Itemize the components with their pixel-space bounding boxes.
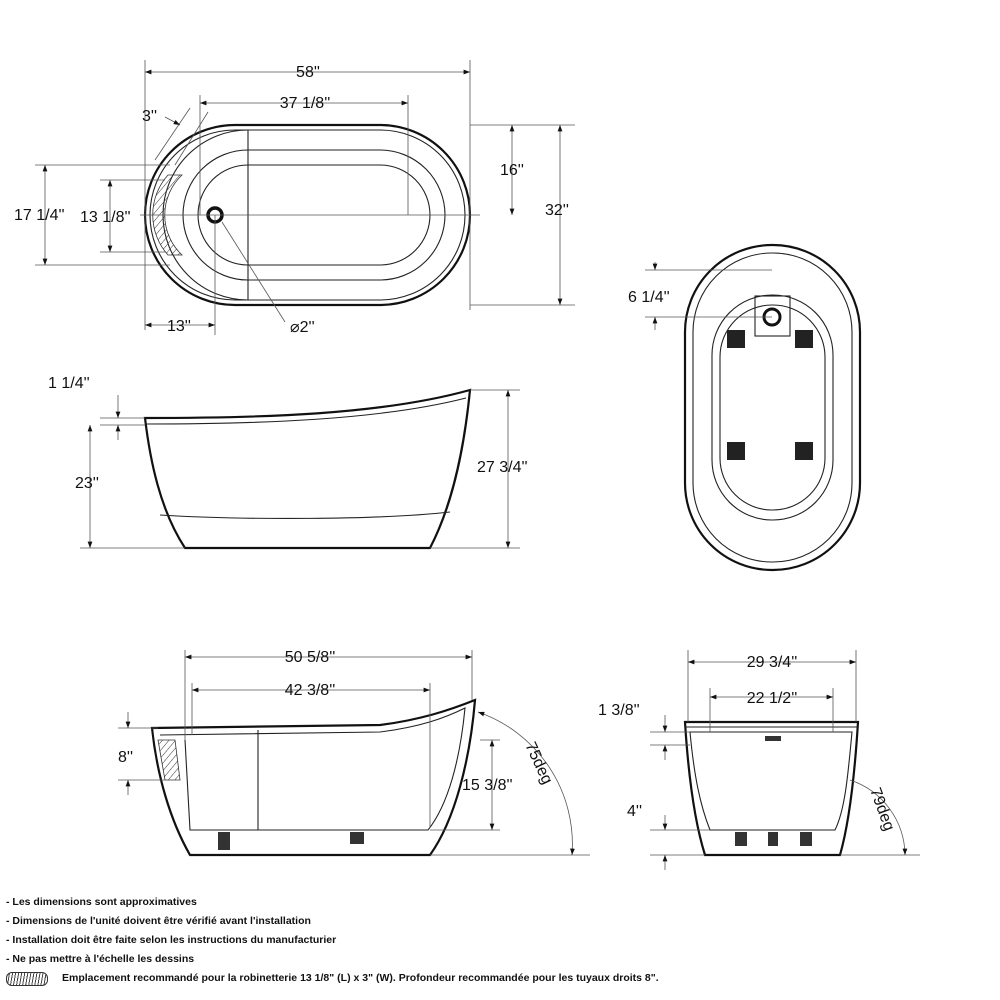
foot-pad xyxy=(727,442,745,460)
dim-drain-offset: 13'' xyxy=(167,318,191,335)
dim-water-depth: 15 3/8'' xyxy=(462,777,513,794)
note: - Les dimensions sont approximatives xyxy=(6,896,197,908)
dim-faucet-zone-outer: 17 1/4'' xyxy=(14,207,65,224)
dim-base-height: 4'' xyxy=(627,803,642,820)
dim-faucet-depth: 8'' xyxy=(118,749,133,766)
faucet-zone-hatch xyxy=(152,174,184,256)
side-view: 1 1/4'' 23'' 27 3/4'' xyxy=(48,375,528,550)
dim-inner-width: 22 1/2'' xyxy=(747,690,798,707)
note: - Installation doit être faite selon les… xyxy=(6,934,337,946)
dim-drain-to-edge: 6 1/4'' xyxy=(628,289,670,306)
hatch-legend-icon xyxy=(6,971,48,986)
foot-pad xyxy=(795,442,813,460)
foot-pad xyxy=(727,330,745,348)
dim-wall-angle-long: 75deg xyxy=(521,740,555,788)
short-section-view: 29 3/4'' 22 1/2'' 1 3/8'' 4'' 79deg xyxy=(598,650,920,870)
dim-low-height: 23'' xyxy=(75,475,99,492)
dim-drain-diameter: ⌀2'' xyxy=(290,319,315,336)
dim-half-width: 16'' xyxy=(500,162,524,179)
dim-rim-width: 3'' xyxy=(142,108,157,125)
legend-text: Emplacement recommandé pour la robinette… xyxy=(62,972,659,984)
dim-overall-length: 58'' xyxy=(296,64,320,81)
legend: Emplacement recommandé pour la robinette… xyxy=(6,969,659,988)
dim-high-height: 27 3/4'' xyxy=(477,459,528,476)
dim-overall-width: 32'' xyxy=(545,202,569,219)
foot-pad xyxy=(795,330,813,348)
dim-faucet-zone-inner: 13 1/8'' xyxy=(80,209,131,226)
dim-interior-length: 37 1/8'' xyxy=(280,95,331,112)
top-view: 58'' 37 1/8'' 3'' 16'' 32'' 17 1/4'' 13 … xyxy=(14,60,575,336)
dim-rim-height: 1 3/8'' xyxy=(598,702,640,719)
dim-wall-angle-short: 79deg xyxy=(866,786,897,834)
long-section-view: 50 5/8'' 42 3/8'' 8'' 15 3/8'' 75deg xyxy=(118,649,590,857)
note: - Dimensions de l'unité doivent être vér… xyxy=(6,915,311,927)
notes: - Les dimensions sont approximatives - D… xyxy=(6,893,659,988)
dim-outer-width: 29 3/4'' xyxy=(747,654,798,671)
dim-rim-slope: 1 1/4'' xyxy=(48,375,90,392)
dim-outer-length: 50 5/8'' xyxy=(285,649,336,666)
note: - Ne pas mettre à l'échelle les dessins xyxy=(6,953,195,965)
underside-view: 6 1/4'' xyxy=(628,243,862,572)
dim-inner-length: 42 3/8'' xyxy=(285,682,336,699)
